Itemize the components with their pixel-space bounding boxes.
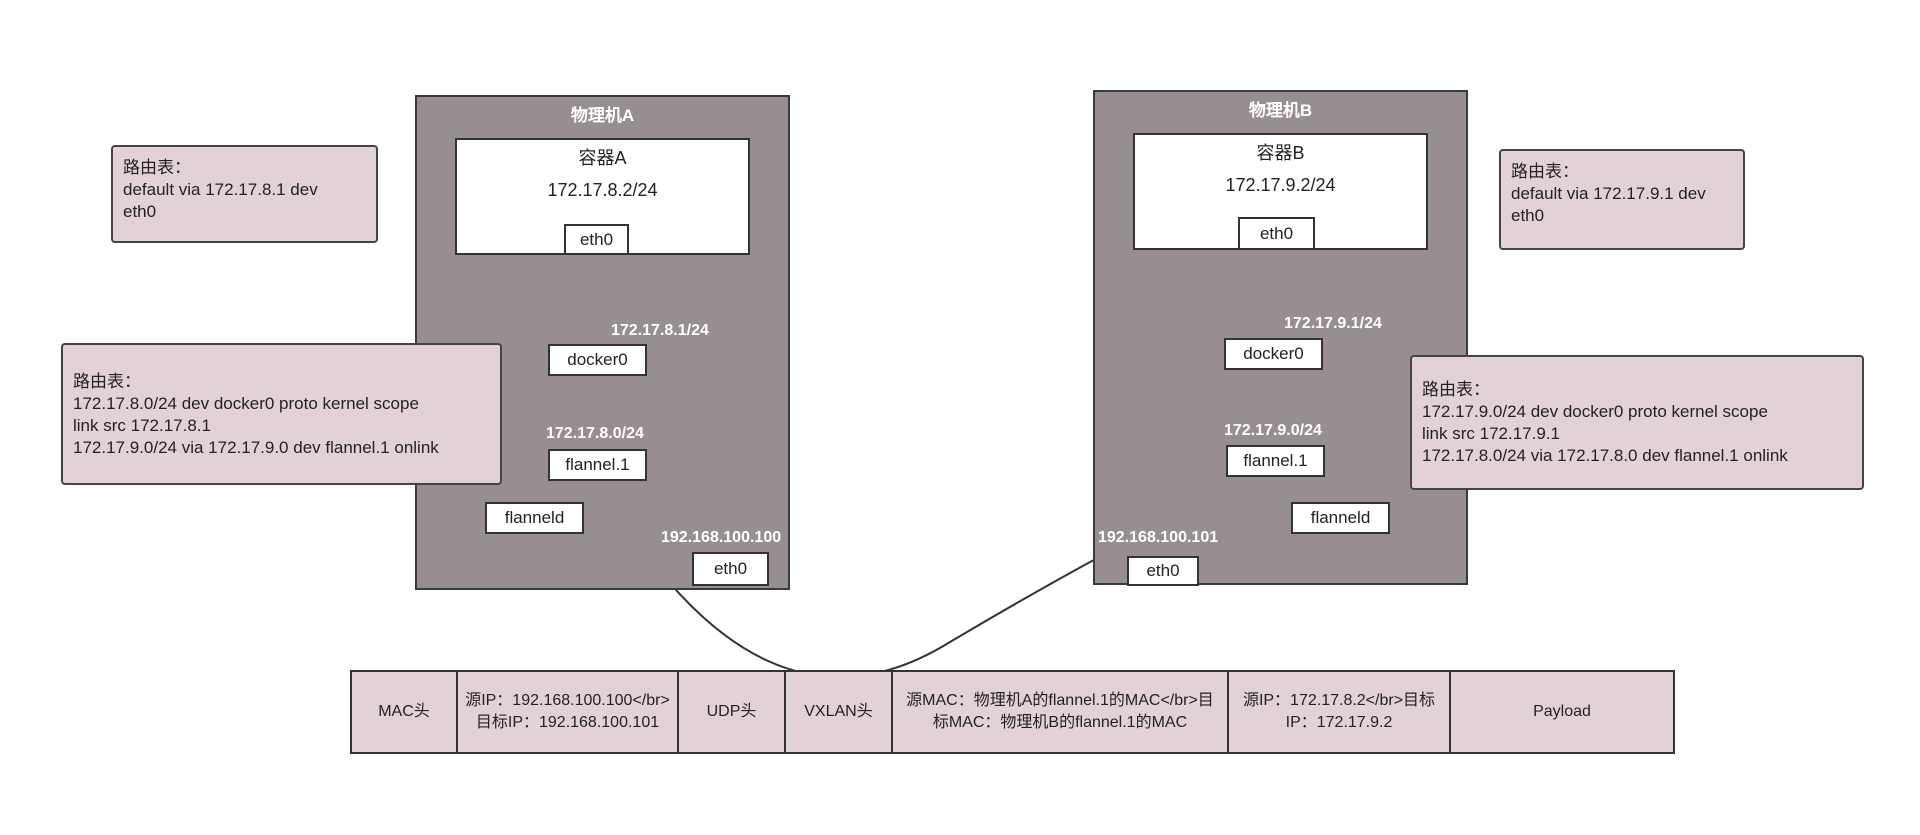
container-a-eth0: eth0	[564, 224, 629, 255]
packet-outer-ip: 源IP：192.168.100.100</br>目标IP：192.168.100…	[456, 670, 679, 754]
eth0-a: eth0	[692, 552, 769, 586]
eth0-a-ip: 192.168.100.100	[661, 529, 782, 546]
docker0-b: docker0	[1224, 338, 1323, 370]
flanneld-a: flanneld	[485, 502, 584, 534]
docker0-a-ip: 172.17.8.1/24	[611, 322, 709, 339]
docker0-a: docker0	[548, 344, 647, 376]
container-a-ip: 172.17.8.2/24	[547, 180, 658, 200]
packet-inner-ip: 源IP：172.17.8.2</br>目标IP：172.17.9.2	[1227, 670, 1451, 754]
flannel-a: flannel.1	[548, 449, 647, 481]
flannel-b-ip: 172.17.9.0/24	[1224, 422, 1322, 439]
container-a-title: 容器A	[578, 148, 627, 168]
packet-inner-mac: 源MAC：物理机A的flannel.1的MAC</br>目标MAC：物理机B的f…	[891, 670, 1229, 754]
flanneld-b: flanneld	[1291, 502, 1390, 534]
route-note-container-b: 路由表： default via 172.17.9.1 dev eth0	[1499, 149, 1745, 250]
packet-vxlan-header: VXLAN头	[784, 670, 893, 754]
eth0-b: eth0	[1127, 556, 1199, 586]
container-b-title: 容器B	[1256, 143, 1305, 163]
packet-mac-header: MAC头	[350, 670, 458, 754]
route-note-host-b: 路由表： 172.17.9.0/24 dev docker0 proto ker…	[1410, 355, 1864, 490]
docker0-b-ip: 172.17.9.1/24	[1284, 315, 1382, 332]
eth0-b-ip: 192.168.100.101	[1098, 529, 1219, 546]
packet-format: MAC头 源IP：192.168.100.100</br>目标IP：192.16…	[350, 670, 1675, 754]
route-note-host-a: 路由表： 172.17.8.0/24 dev docker0 proto ker…	[61, 343, 502, 485]
packet-udp-header: UDP头	[677, 670, 786, 754]
flannel-a-ip: 172.17.8.0/24	[546, 425, 644, 442]
container-b-eth0: eth0	[1238, 217, 1315, 250]
host-b-title: 物理机B	[1248, 101, 1313, 120]
packet-payload: Payload	[1449, 670, 1675, 754]
host-a-title: 物理机A	[570, 106, 635, 125]
flannel-b: flannel.1	[1226, 445, 1325, 477]
container-b-ip: 172.17.9.2/24	[1225, 175, 1336, 195]
route-note-container-a: 路由表： default via 172.17.8.1 dev eth0	[111, 145, 378, 243]
